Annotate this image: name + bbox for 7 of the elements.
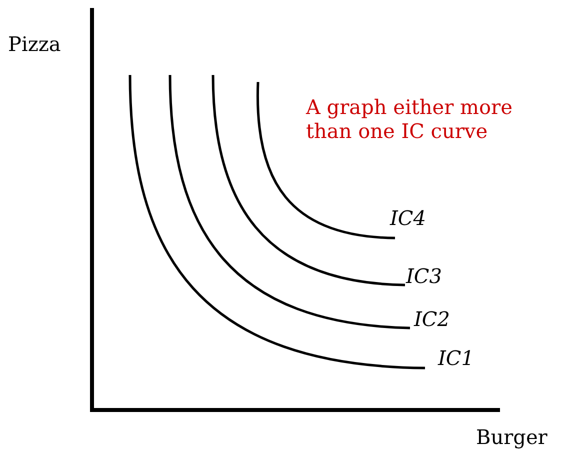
curve-label: IC3 [406,264,442,288]
curve-label: IC2 [414,307,450,331]
axis-label: Burger [476,425,548,449]
curve-label: IC1 [438,346,474,370]
axis-label: Pizza [8,32,61,56]
note-text: A graph either more than one IC curve [306,95,514,143]
curve-label: IC4 [390,206,426,230]
